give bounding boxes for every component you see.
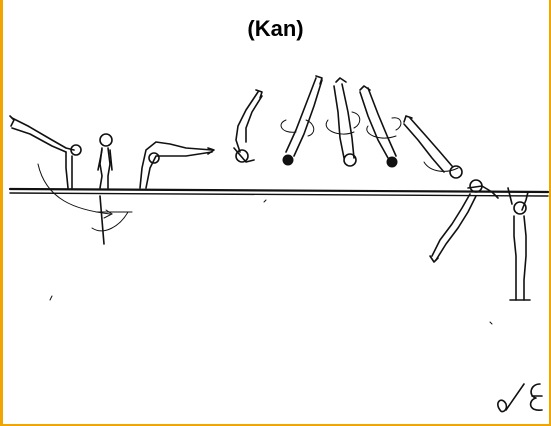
gymnast-twisting-layout-4 — [403, 115, 463, 179]
gymnast-handstand-on-bar — [139, 141, 215, 189]
gymnast-twisting-layout-3 — [359, 85, 402, 168]
diagram-title: (Kan) — [247, 16, 304, 41]
frame-right-border — [549, 0, 551, 426]
gymnast-standing-on-bar — [97, 133, 113, 189]
gymnast-straddle-on-bar — [9, 115, 133, 245]
gymnast-twisting-layout-1 — [280, 75, 323, 166]
gymnast-somersault-tuck — [233, 89, 263, 163]
frame-left-border — [0, 0, 3, 426]
gymnast-landing-stand — [507, 187, 531, 301]
frame-bottom-border — [0, 424, 551, 426]
stray-marks — [49, 199, 493, 325]
beam — [8, 187, 550, 197]
gymnast-twisting-layout-2 — [325, 77, 361, 167]
gymnast-catch-low-bar — [429, 179, 499, 263]
signature-mark — [497, 383, 543, 413]
